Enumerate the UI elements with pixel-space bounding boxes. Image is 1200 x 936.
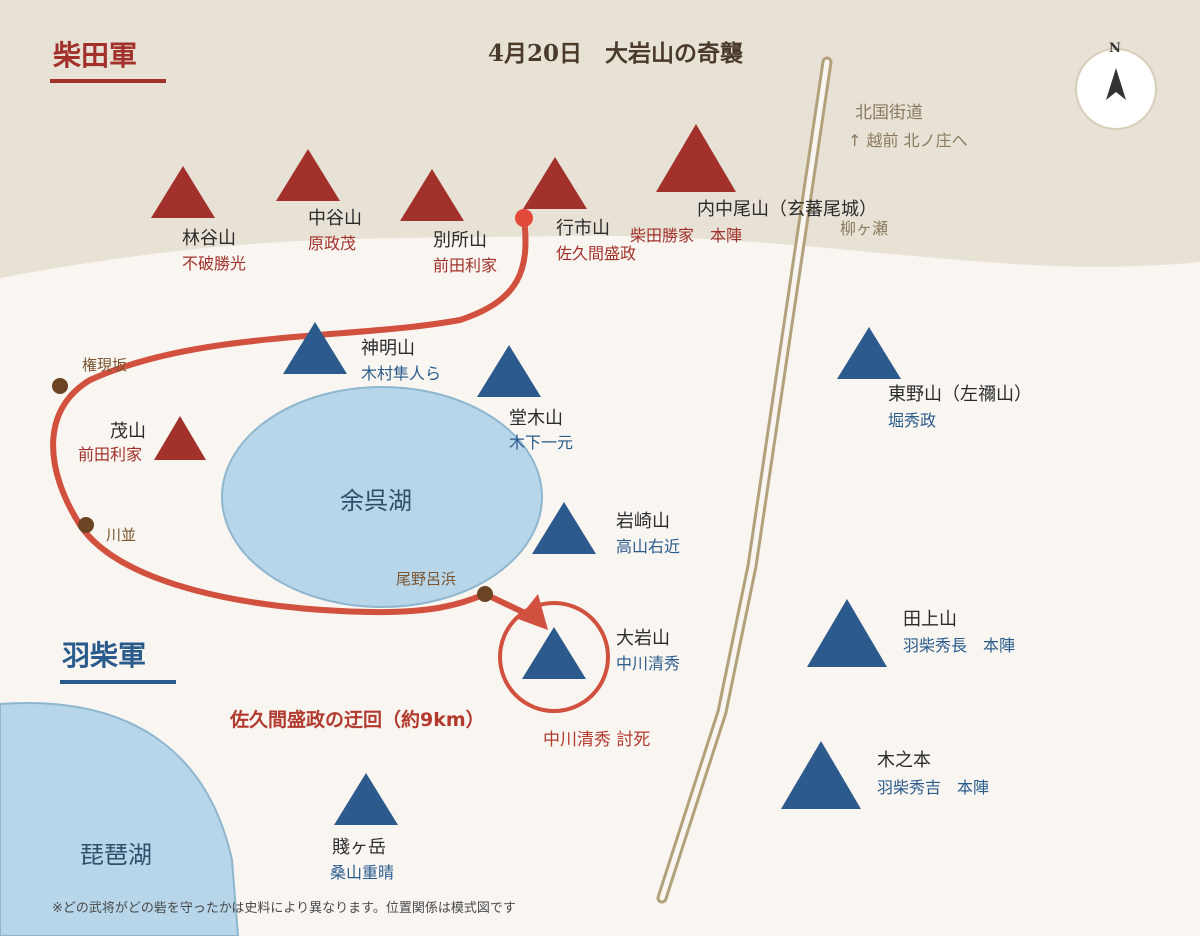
lake-yogo-label: 余呉湖 bbox=[340, 487, 412, 515]
attack-circle bbox=[498, 601, 610, 713]
commander-label: 前田利家 bbox=[433, 256, 498, 275]
route-label: 佐久間盛政の迂回（約9km） bbox=[230, 709, 485, 731]
commander-label: 桑山重晴 bbox=[330, 863, 395, 882]
sakuma-route bbox=[50, 215, 529, 616]
fort-tagamiyama bbox=[807, 599, 887, 667]
compass-north-label: N bbox=[1109, 41, 1121, 56]
waypoint-label: 川並 bbox=[106, 526, 137, 544]
fort-uchinakaoyama bbox=[656, 124, 736, 192]
shibata-territory bbox=[0, 0, 1200, 278]
death-label: 中川清秀 討死 bbox=[543, 730, 651, 750]
mountain-label: 内中尾山（玄蕃尾城） bbox=[697, 199, 877, 220]
mountain-label: 茂山 bbox=[110, 421, 146, 442]
waypoint-onorohama-dot bbox=[477, 586, 493, 602]
hokkoku-road bbox=[656, 56, 833, 904]
road-place-yanagase: 柳ヶ瀬 bbox=[840, 219, 889, 238]
waypoint-gongenzaka-dot bbox=[52, 378, 68, 394]
hashiba-underline bbox=[60, 680, 176, 684]
shibata-underline bbox=[50, 79, 166, 83]
waypoint-label: 尾野呂浜 bbox=[396, 570, 457, 588]
fort-besshoyama bbox=[400, 169, 464, 221]
mountain-label: 東野山（左禰山） bbox=[888, 384, 1032, 405]
fort-gyoichiyama bbox=[523, 157, 587, 209]
fort-shinmeiyama bbox=[283, 322, 347, 374]
fort-hayashidaniyama bbox=[151, 166, 215, 218]
fort-nakataniyama bbox=[276, 149, 340, 201]
lake-yogo bbox=[221, 386, 543, 608]
fort-dougiyama bbox=[477, 345, 541, 397]
mountain-label: 行市山 bbox=[556, 218, 610, 239]
fort-higashinoyama bbox=[837, 327, 901, 379]
commander-label: 木村隼人ら bbox=[361, 364, 442, 383]
commander-label: 不破勝光 bbox=[182, 254, 247, 273]
mountain-label: 神明山 bbox=[361, 338, 415, 359]
mountain-label: 田上山 bbox=[903, 609, 957, 630]
commander-label: 高山右近 bbox=[616, 537, 681, 556]
mountain-label: 別所山 bbox=[433, 230, 487, 251]
waypoint-kawanami-dot bbox=[78, 517, 94, 533]
lake-biwa-label: 琵琶湖 bbox=[80, 841, 152, 869]
commander-label: 柴田勝家 本陣 bbox=[630, 226, 743, 245]
fort-oiwayama bbox=[522, 627, 586, 679]
commander-label: 羽柴秀吉 本陣 bbox=[877, 778, 990, 797]
commander-label: 前田利家 bbox=[78, 445, 143, 464]
waypoint-label: 権現坂 bbox=[82, 356, 128, 374]
mountain-label: 堂木山 bbox=[509, 408, 563, 429]
lake-biwa bbox=[0, 702, 240, 936]
commander-label: 羽柴秀長 本陣 bbox=[903, 636, 1016, 655]
mountain-label: 大岩山 bbox=[616, 628, 670, 649]
compass-icon bbox=[1075, 48, 1157, 130]
mountain-label: 林谷山 bbox=[182, 228, 236, 249]
commander-label: 堀秀政 bbox=[888, 411, 937, 430]
footnote: ※どの武将がどの砦を守ったかは史料により異なります。位置関係は模式図です bbox=[52, 901, 516, 916]
commander-label: 原政茂 bbox=[308, 234, 357, 253]
map-title: 4月20日 大岩山の奇襲 bbox=[488, 40, 744, 67]
mountain-label: 中谷山 bbox=[308, 208, 362, 229]
route-start-dot bbox=[515, 209, 533, 227]
fort-shizugatake bbox=[334, 773, 398, 825]
fort-kinomoto bbox=[781, 741, 861, 809]
mountain-label: 賤ヶ岳 bbox=[332, 837, 386, 858]
mountain-label: 岩崎山 bbox=[616, 511, 670, 532]
mountain-label: 木之本 bbox=[877, 750, 931, 771]
road-direction: ↑ 越前 北ノ庄へ bbox=[848, 131, 968, 150]
commander-label: 木下一元 bbox=[509, 433, 574, 452]
fort-iwasakiyama bbox=[532, 502, 596, 554]
hashiba-army-label: 羽柴軍 bbox=[62, 639, 147, 672]
shibata-army-label: 柴田軍 bbox=[53, 39, 138, 72]
road-name: 北国街道 bbox=[855, 103, 923, 123]
fort-shigeyama bbox=[154, 416, 206, 460]
commander-label: 佐久間盛政 bbox=[556, 244, 637, 263]
commander-label: 中川清秀 bbox=[616, 654, 681, 673]
